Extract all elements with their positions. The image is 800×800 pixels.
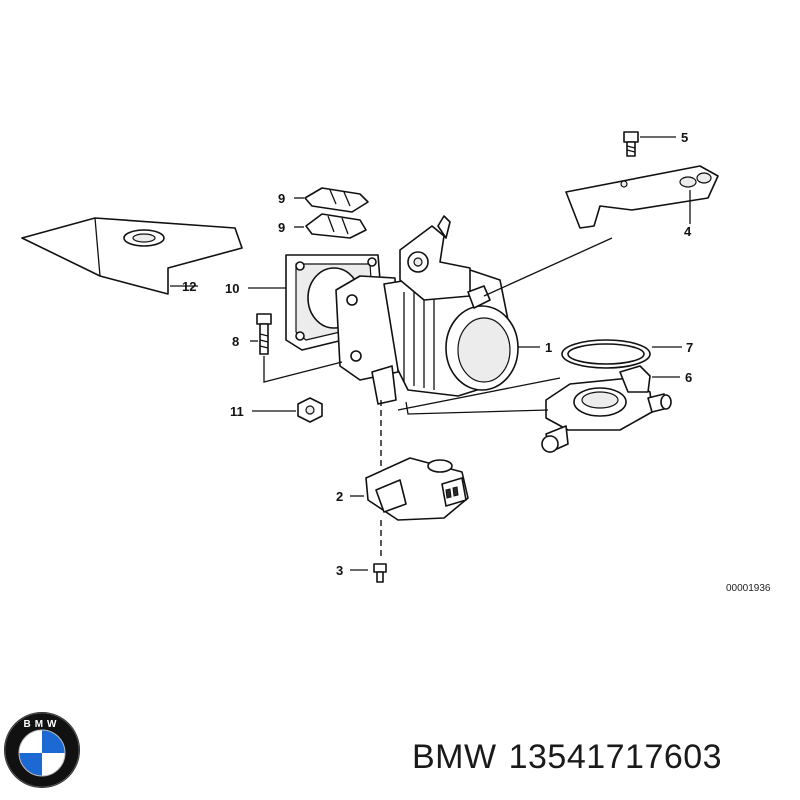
callout-8: 8	[232, 334, 239, 349]
callout-9-upper: 9	[278, 191, 285, 206]
brand-name: BMW	[412, 738, 497, 776]
callout-7: 7	[686, 340, 693, 355]
bmw-logo-icon: BMW	[4, 712, 80, 788]
leader-lines	[170, 136, 691, 571]
part-11-nut	[297, 397, 323, 423]
callout-2: 2	[336, 489, 343, 504]
callout-3: 3	[336, 563, 343, 578]
callout-4: 4	[684, 224, 692, 239]
part-8-bolt	[256, 313, 272, 355]
svg-text:BMW: BMW	[24, 719, 61, 730]
callout-1: 1	[545, 340, 552, 355]
part-number-caption: BMW 13541717603	[412, 738, 792, 788]
callout-6: 6	[685, 370, 692, 385]
part-4-bracket	[565, 165, 719, 229]
part-2-sensor	[365, 457, 469, 521]
part-6-valve-housing	[541, 365, 672, 453]
callout-12: 12	[182, 279, 196, 294]
part-number: 13541717603	[508, 738, 723, 776]
diagram-reference-number: 00001936	[726, 583, 771, 594]
part-9-clip-lower	[305, 213, 367, 239]
part-5-bolt	[623, 131, 639, 157]
part-12-cover	[21, 217, 243, 295]
part-3-screw	[373, 563, 387, 583]
callout-10: 10	[225, 281, 239, 296]
callout-9-lower: 9	[278, 220, 285, 235]
part-1-throttle-body	[335, 215, 519, 405]
callout-11: 11	[230, 404, 244, 419]
part-7-oring	[561, 339, 651, 369]
callout-5: 5	[681, 130, 688, 145]
part-9-clip-upper	[304, 187, 369, 213]
